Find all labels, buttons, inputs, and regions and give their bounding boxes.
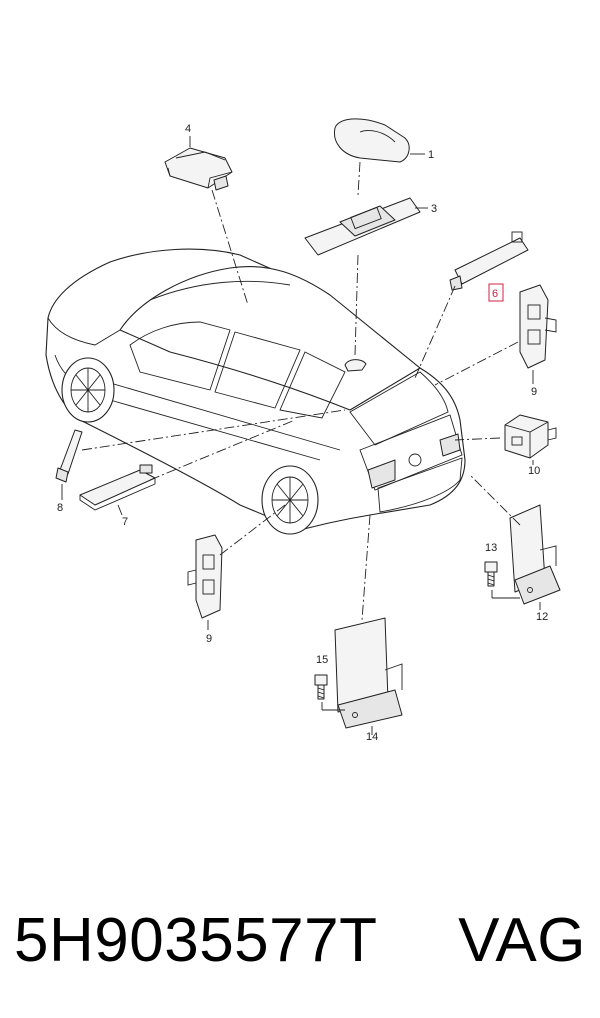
callout-4: 4 — [185, 123, 191, 135]
part-9-bracket-left — [187, 534, 223, 619]
callout-6: 6 — [492, 288, 498, 300]
part-13-bolt — [484, 561, 498, 587]
part-6-antenna-module — [449, 231, 529, 291]
callout-13: 13 — [485, 542, 497, 554]
callout-9-right: 9 — [531, 386, 537, 398]
part-10-module — [504, 414, 557, 459]
part-14-bracket — [334, 617, 403, 729]
vehicle-outline — [45, 248, 466, 535]
leader-lines — [61, 136, 541, 735]
part-12-bracket — [509, 504, 561, 605]
caption-bar: 5H9035577T VAG — [0, 885, 600, 995]
callout-7: 7 — [122, 516, 128, 528]
callout-9-left: 9 — [206, 633, 212, 645]
callout-3: 3 — [431, 203, 437, 215]
callout-10: 10 — [528, 465, 540, 477]
parts-diagram: 1 3 4 6 7 8 9 9 10 12 13 14 15 — [45, 118, 561, 743]
callout-12: 12 — [536, 611, 548, 623]
part-number-text: 5H9035577T — [14, 905, 378, 975]
part-9-bracket-right — [519, 284, 557, 369]
callout-6-highlight: 6 — [488, 283, 504, 302]
part-4-control-unit — [164, 147, 233, 191]
callout-14: 14 — [366, 731, 378, 743]
part-8-antenna-strip — [55, 429, 83, 483]
part-15-bolt — [314, 674, 328, 700]
callout-8: 8 — [57, 502, 63, 514]
callout-1: 1 — [428, 149, 434, 161]
brand-text: VAG — [458, 905, 586, 975]
part-1-antenna-cover — [333, 118, 425, 163]
callout-15: 15 — [316, 654, 328, 666]
part-7-module — [79, 464, 156, 511]
part-3-antenna-base — [304, 197, 428, 256]
